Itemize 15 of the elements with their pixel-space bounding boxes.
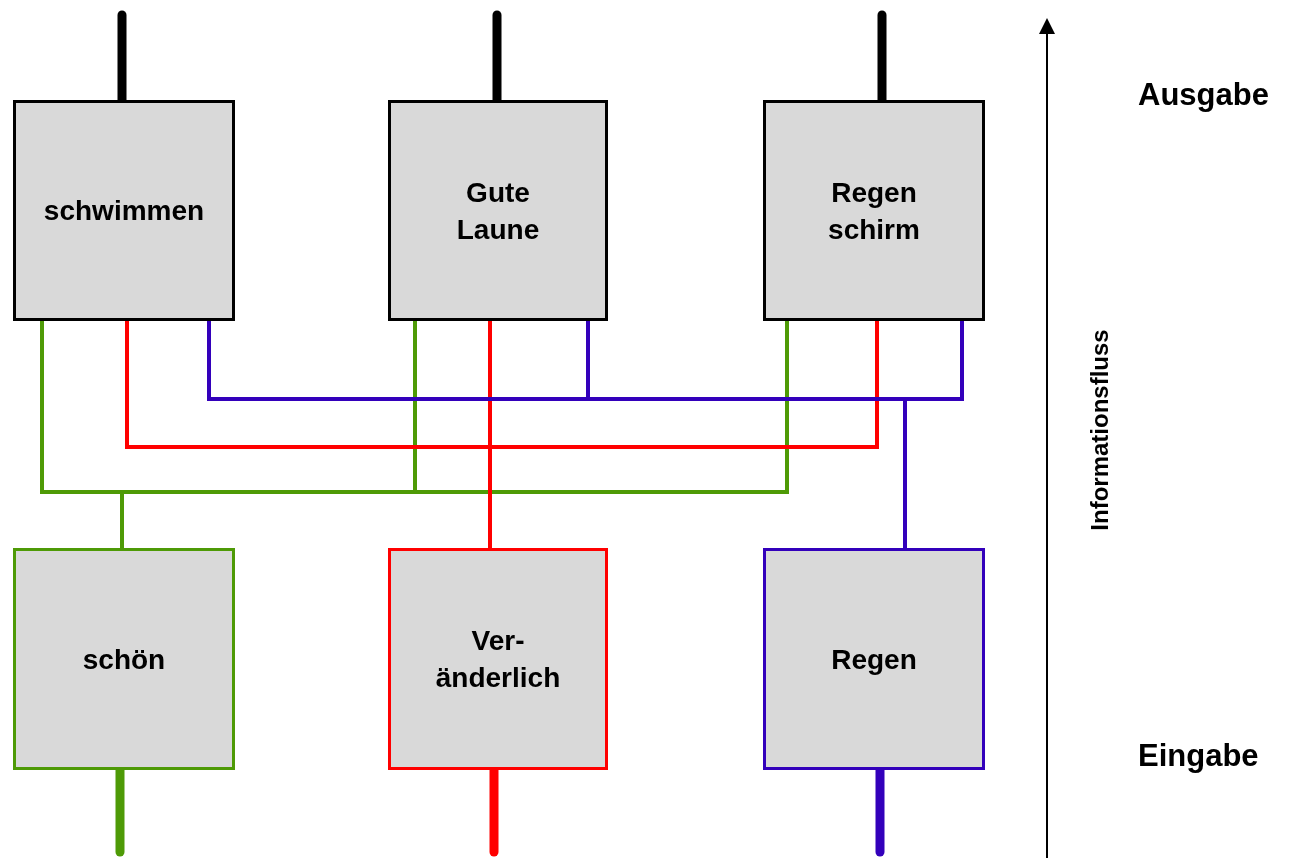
box-label: Gute Laune [455, 175, 541, 247]
process-box [13, 548, 235, 770]
process-box [388, 548, 608, 770]
box-label: Regen [830, 642, 918, 677]
box-label: Regen schirm [827, 175, 921, 247]
box-label: schön [81, 642, 167, 677]
process-box [388, 100, 608, 321]
box-label: schwimmen [42, 194, 206, 228]
input-label: Eingabe [1138, 737, 1259, 775]
process-box [763, 100, 985, 321]
output-label: Ausgabe [1138, 76, 1269, 114]
box-label: Ver- änderlich [434, 624, 562, 695]
axis-label: Informationsfluss [1085, 329, 1114, 531]
process-box [13, 100, 235, 321]
process-box [763, 548, 985, 770]
